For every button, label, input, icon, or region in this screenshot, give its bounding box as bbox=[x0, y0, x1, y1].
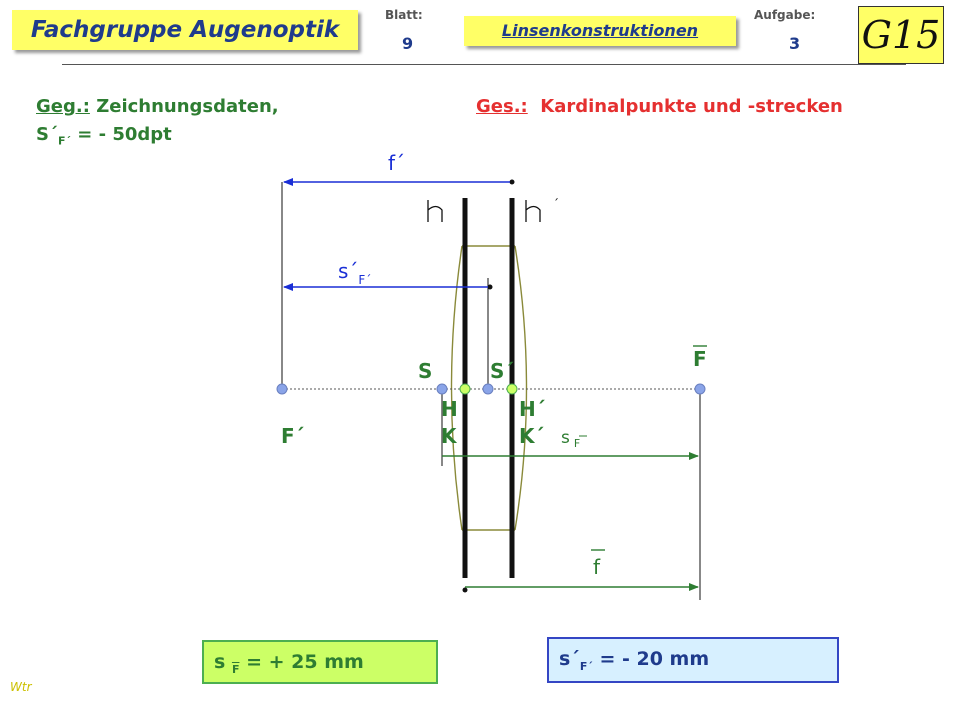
focal-point-f-prime-label: F´ bbox=[281, 424, 305, 448]
s-prime-main: s´ bbox=[338, 259, 358, 283]
f-label: f bbox=[593, 555, 601, 579]
s-f-sub: F bbox=[574, 437, 580, 450]
vertex-s-marker bbox=[436, 383, 448, 395]
sought-line: Ges.: Kardinalpunkte und -strecken bbox=[476, 96, 843, 117]
vertex-s-prime-label: S´ bbox=[490, 359, 514, 383]
principal-point-h-label: H bbox=[441, 397, 458, 421]
f-prime-label: f´ bbox=[388, 151, 405, 175]
h-prime-tick: ´ bbox=[553, 197, 559, 211]
s-prime-sub: F´ bbox=[358, 273, 371, 287]
s-prime-label: s´F´ bbox=[338, 259, 371, 287]
vertex-s-label: S bbox=[418, 359, 432, 383]
principal-point-h-prime-label: H´ bbox=[519, 397, 546, 421]
header-divider bbox=[62, 64, 906, 65]
given-label: Geg.: bbox=[36, 96, 90, 117]
result-s-f-main: s bbox=[214, 651, 226, 673]
topic-label: Linsenkonstruktionen bbox=[464, 16, 736, 46]
given-power-value: = - 50dpt bbox=[77, 124, 172, 145]
s-f-main: s bbox=[561, 428, 570, 448]
given-line-2: S´F´ = - 50dpt bbox=[36, 124, 172, 148]
principal-plane-h-end bbox=[462, 587, 468, 593]
sought-label: Ges.: bbox=[476, 96, 528, 117]
result-s-f-value: = + 25 mm bbox=[246, 651, 364, 673]
task-number: 3 bbox=[789, 34, 801, 53]
nodal-point-k-label: K bbox=[441, 424, 458, 448]
principal-point-h-prime-marker bbox=[506, 383, 518, 395]
given-power-symbol: S´ bbox=[36, 124, 58, 145]
result-s-prime-sub: F´ bbox=[579, 659, 593, 673]
author-initials: Wtr bbox=[10, 680, 32, 694]
result-s-prime-f-prime-box: s´F´ = - 20 mm bbox=[547, 637, 839, 683]
nodal-point-k-prime-label: K´ bbox=[519, 424, 545, 448]
task-label: Aufgabe: bbox=[754, 8, 816, 22]
given-line-1: Geg.: Zeichnungsdaten, bbox=[36, 96, 279, 117]
given-power-subscript: F´ bbox=[57, 134, 71, 148]
sheet-label: Blatt: bbox=[385, 8, 423, 22]
sheet-number: 9 bbox=[402, 34, 414, 53]
principal-plane-h-prime-end bbox=[509, 179, 515, 185]
vertex-s-prime-marker bbox=[482, 383, 494, 395]
focal-point-f-prime-marker bbox=[276, 383, 288, 395]
result-s-prime-value: = - 20 mm bbox=[599, 648, 710, 670]
result-s-f-box: s F = + 25 mm bbox=[202, 640, 438, 684]
logo: G15 bbox=[858, 6, 944, 64]
result-s-prime-main: s´ bbox=[559, 648, 580, 670]
focal-point-f-marker bbox=[694, 383, 706, 395]
given-text: Zeichnungsdaten, bbox=[96, 96, 279, 117]
focal-point-f-label: F bbox=[693, 347, 707, 371]
header-title: Fachgruppe Augenoptik bbox=[12, 10, 358, 50]
s-prime-arrow-start bbox=[487, 284, 493, 290]
h-prime-mark-icon bbox=[525, 200, 541, 222]
lens-back-surface bbox=[514, 245, 528, 531]
h-mark-icon bbox=[427, 200, 443, 222]
principal-point-h-marker bbox=[459, 383, 471, 395]
lens-front-surface bbox=[450, 245, 463, 531]
sought-text: Kardinalpunkte und -strecken bbox=[540, 96, 843, 117]
result-s-f-sub: F bbox=[231, 662, 240, 676]
